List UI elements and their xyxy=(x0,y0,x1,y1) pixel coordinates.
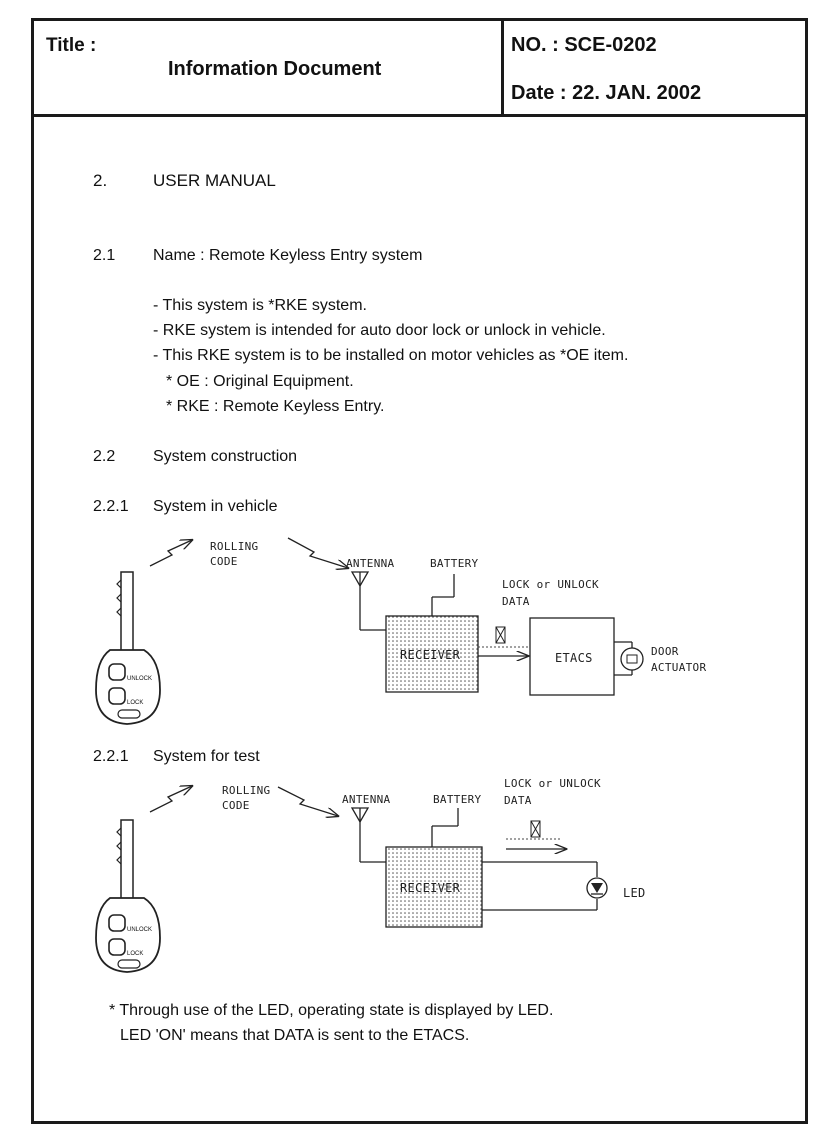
etacs-box xyxy=(529,617,615,696)
subsection-2-2-number: 2.2 xyxy=(93,448,116,465)
antenna-test-icon xyxy=(350,807,386,863)
receiver-test-label: RECEIVER xyxy=(400,881,461,895)
battery-test-wire xyxy=(431,808,459,847)
oe-definition: * OE : Original Equipment. xyxy=(166,373,354,390)
lock-unlock-test-label: LOCK or UNLOCK xyxy=(504,777,601,790)
data-test-label: DATA xyxy=(504,794,532,807)
signal-bolt-2-icon xyxy=(287,537,348,568)
header-divider xyxy=(31,114,808,117)
signal-bolt-4-icon xyxy=(277,786,338,816)
section-title: USER MANUAL xyxy=(153,171,276,190)
receiver-test-box xyxy=(385,846,483,928)
rolling-test-label: ROLLING xyxy=(222,784,271,797)
unlock-button-test-label: UNLOCK xyxy=(127,927,153,933)
battery-wire xyxy=(431,574,455,616)
receiver-box xyxy=(385,615,479,693)
antenna-test-label: ANTENNA xyxy=(342,793,391,806)
data-packet-icon xyxy=(495,626,506,644)
key-fob-icon xyxy=(95,571,161,725)
battery-test-label: BATTERY xyxy=(433,793,482,806)
rke-definition: * RKE : Remote Keyless Entry. xyxy=(166,398,385,415)
code-test-label: CODE xyxy=(222,799,250,812)
note-line-2: LED 'ON' means that DATA is sent to the … xyxy=(120,1027,470,1044)
rke-line-2: - RKE system is intended for auto door l… xyxy=(153,322,606,339)
subsection-2-2-title: System construction xyxy=(153,448,298,465)
document-date: Date : 22. JAN. 2002 xyxy=(511,82,702,104)
lock-unlock-label: LOCK or UNLOCK xyxy=(502,578,599,591)
lock-button-label: LOCK xyxy=(127,700,144,706)
actuator-label: ACTUATOR xyxy=(651,661,707,674)
code-label: CODE xyxy=(210,555,238,568)
antenna-icon xyxy=(350,571,386,631)
receiver-label: RECEIVER xyxy=(400,648,461,662)
battery-label: BATTERY xyxy=(430,557,479,570)
title-label: Title : xyxy=(46,35,97,56)
section-number: 2. xyxy=(93,171,108,190)
antenna-label: ANTENNA xyxy=(346,557,395,570)
rke-line-1: - This system is *RKE system. xyxy=(153,297,367,314)
led-label: LED xyxy=(623,886,646,900)
subsection-vehicle-title: System in vehicle xyxy=(153,498,278,515)
lock-button-test-label: LOCK xyxy=(127,951,144,957)
data-packet-test-icon xyxy=(506,820,566,849)
subsection-2-1-title: Name : Remote Keyless Entry system xyxy=(153,247,423,264)
document-number: NO. : SCE-0202 xyxy=(511,34,657,56)
note-line-1: * Through use of the LED, operating stat… xyxy=(109,1002,554,1019)
header-column-divider xyxy=(501,18,504,117)
rke-line-3: - This RKE system is to be installed on … xyxy=(153,347,629,364)
subsection-vehicle-number: 2.2.1 xyxy=(93,498,129,515)
unlock-button-label: UNLOCK xyxy=(127,676,153,682)
key-fob-test-icon xyxy=(95,819,161,973)
document-title: Information Document xyxy=(168,58,382,80)
data-label: DATA xyxy=(502,595,530,608)
led-circuit xyxy=(482,861,598,911)
signal-bolt-3-icon xyxy=(149,786,192,813)
door-label: DOOR xyxy=(651,645,679,658)
subsection-test-title: System for test xyxy=(153,748,260,765)
rolling-label: ROLLING xyxy=(210,540,259,553)
signal-bolt-1-icon xyxy=(149,540,192,567)
etacs-label: ETACS xyxy=(555,651,593,665)
subsection-2-1-number: 2.1 xyxy=(93,247,116,264)
subsection-test-number: 2.2.1 xyxy=(93,748,129,765)
led-icon xyxy=(586,877,608,899)
page-frame xyxy=(31,18,808,1124)
door-actuator-icon xyxy=(614,641,644,676)
